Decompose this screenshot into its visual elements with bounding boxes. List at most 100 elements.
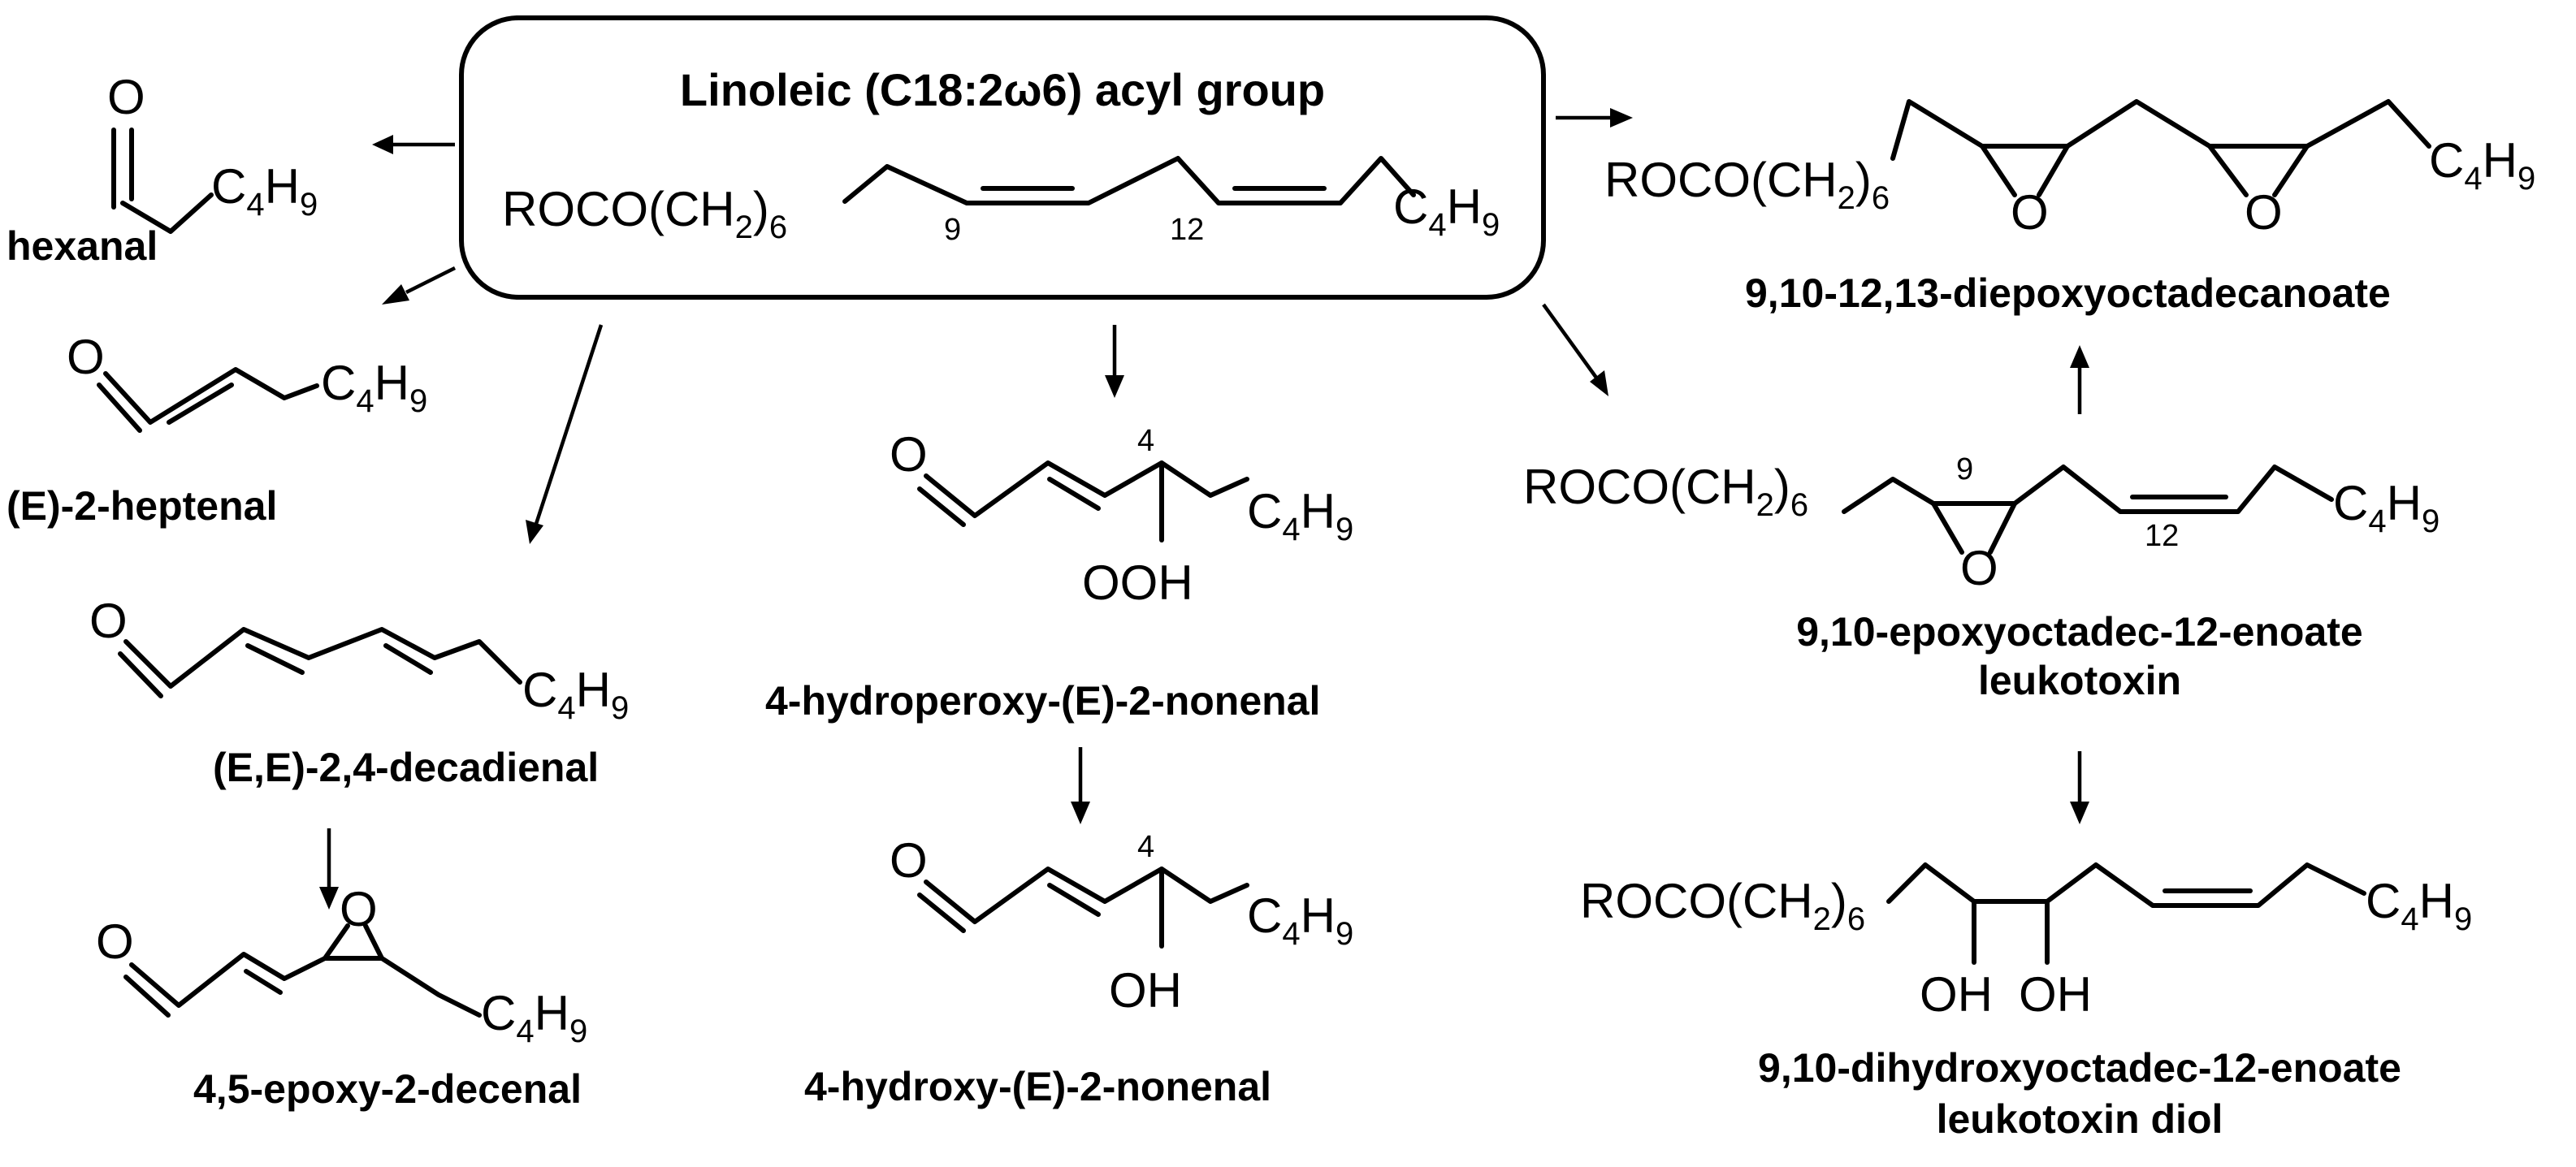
hpne-chain	[924, 460, 1249, 518]
heptenal-structure: O C4H9 (E)-2-heptenal	[6, 330, 427, 529]
epoxide-oxygen: O	[1960, 541, 1998, 595]
hpne-label: 4-hydroperoxy-(E)-2-nonenal	[765, 678, 1320, 724]
carbonyl-oxygen: O	[89, 594, 128, 648]
epoxide-oxygen-2: O	[2245, 185, 2283, 240]
leukotoxin-label-line1: 9,10-epoxyoctadec-12-enoate	[1796, 609, 2363, 655]
epoxide-bond-a	[1931, 501, 1964, 555]
alkene-double	[244, 969, 283, 995]
arrow-to-diepoxide-head	[1610, 108, 1633, 128]
position-12-label: 12	[1170, 213, 1204, 247]
epoxydecenal-chain	[129, 952, 482, 1018]
butyl-group: C4H9	[211, 159, 318, 223]
epoxydecenal-structure: O O C4H9 4,5-epoxy-2-decenal	[96, 882, 587, 1112]
epoxydecenal-label: 4,5-epoxy-2-decenal	[193, 1066, 582, 1112]
hne-label: 4-hydroxy-(E)-2-nonenal	[804, 1064, 1271, 1109]
carbonyl-double	[917, 486, 966, 527]
alkene-double	[167, 383, 234, 425]
arrow-to-decadienal-head	[526, 520, 543, 544]
diepoxide-structure: ROCO(CH2)6 O O C4H9 9,10-12,13-diepoxyoc…	[1604, 99, 2535, 316]
butyl-group: C4H9	[522, 663, 629, 726]
arrow-to-epoxydecenal-head	[319, 887, 339, 910]
hne-structure: O 4 OH C4H9 4-hydroxy-(E)-2-nonenal	[804, 830, 1353, 1109]
position-9-label: 9	[1956, 452, 1973, 486]
arrow-to-hne-head	[1071, 802, 1090, 824]
alkene-double	[1047, 477, 1101, 511]
leukotoxin-label-line2: leukotoxin	[1978, 658, 2181, 703]
ester-group: ROCO(CH2)6	[1604, 153, 1890, 216]
hexanal-chain	[120, 192, 214, 234]
linoleic-acyl-box: Linoleic (C18:2ω6) acyl group ROCO(CH2)6…	[459, 15, 1546, 300]
arrow-to-heptenal-head	[382, 284, 409, 305]
decadienal-label: (E,E)-2,4-decadienal	[213, 745, 599, 790]
arrow-to-leukotoxin-head	[1590, 370, 1608, 396]
carbonyl-oxygen: O	[890, 833, 928, 888]
carbonyl-oxygen: O	[890, 427, 928, 482]
ester-group: ROCO(CH2)6	[1580, 874, 1865, 937]
carbonyl-double	[97, 383, 142, 433]
diepoxide-chain	[1890, 99, 2431, 161]
arrow-to-decadienal	[534, 324, 604, 525]
arrow-to-diol-head	[2070, 802, 2089, 824]
butyl-group: C4H9	[321, 356, 427, 419]
position-4-label: 4	[1137, 424, 1154, 458]
hydroxy-group-2: OH	[2019, 967, 2092, 1022]
arrow-to-heptenal	[405, 266, 457, 295]
epoxide-1-bond-a	[1980, 144, 2017, 197]
butyl-group: C4H9	[2366, 874, 2472, 937]
precursor-title: Linoleic (C18:2ω6) acyl group	[680, 64, 1325, 115]
carbonyl-double	[917, 893, 966, 933]
butyl-group: C4H9	[2429, 133, 2535, 197]
arrow-to-hpne-head	[1105, 375, 1124, 398]
ester-group: ROCO(CH2)6	[502, 182, 787, 245]
epoxide-bond-1	[323, 923, 350, 961]
hexanal-structure: O C4H9 hexanal	[6, 70, 318, 269]
arrow-to-leukotoxin	[1542, 303, 1598, 379]
arrow-to-hexanal-head	[372, 135, 393, 154]
heptenal-chain	[103, 367, 319, 425]
alkene-double-2	[383, 643, 433, 675]
heptenal-label: (E)-2-heptenal	[6, 483, 277, 529]
reaction-arrows	[319, 108, 2089, 910]
carbonyl-oxygen: O	[67, 330, 105, 384]
hpne-structure: O 4 OOH C4H9 4-hydroperoxy-(E)-2-nonenal	[765, 424, 1353, 724]
hexanal-label: hexanal	[6, 223, 158, 269]
butyl-group: C4H9	[1393, 179, 1500, 243]
hydroperoxy-group: OOH	[1082, 555, 1193, 610]
carbonyl-oxygen: O	[107, 70, 145, 124]
butyl-group: C4H9	[481, 986, 587, 1049]
alkene-double-1	[245, 643, 305, 675]
hydroxy-group-1: OH	[1920, 967, 1993, 1022]
carbonyl-double	[118, 651, 163, 698]
decadienal-chain	[123, 627, 522, 689]
precursor-box-frame	[459, 15, 1546, 300]
leukotoxin-structure: ROCO(CH2)6 O 9 12 C4H9 9,10-epoxyoctadec…	[1523, 452, 2440, 703]
epoxide-oxygen-1: O	[2011, 185, 2049, 240]
epoxide-2-bond-b	[2272, 144, 2310, 197]
epoxide-1-bond-b	[2037, 144, 2070, 197]
epoxide-2-bond-a	[2207, 144, 2249, 197]
hydroxy-group: OH	[1109, 963, 1182, 1018]
diepoxide-label: 9,10-12,13-diepoxyoctadecanoate	[1745, 270, 2391, 316]
hne-chain	[924, 867, 1249, 924]
carbonyl-oxygen: O	[96, 914, 134, 969]
decadienal-structure: O C4H9 (E,E)-2,4-decadienal	[89, 594, 629, 790]
carbonyl-double	[123, 975, 171, 1018]
epoxide-bond-b	[1988, 501, 2017, 555]
leukotoxin-diol-structure: ROCO(CH2)6 OH OH C4H9 9,10-dihydroxyocta…	[1580, 862, 2472, 1142]
diol-chain	[1886, 862, 2366, 908]
butyl-group: C4H9	[1247, 888, 1353, 952]
linoleic-chain	[842, 156, 1416, 205]
diol-label-line1: 9,10-dihydroxyoctadec-12-enoate	[1758, 1045, 2401, 1091]
butyl-group: C4H9	[1247, 484, 1353, 547]
position-4-label: 4	[1137, 830, 1154, 864]
butyl-group: C4H9	[2333, 476, 2440, 539]
arrow-leukotoxin-to-diepoxide-head	[2070, 345, 2089, 368]
position-12-label: 12	[2145, 519, 2179, 553]
leukotoxin-chain	[1842, 465, 2334, 514]
epoxide-bond-2	[363, 923, 384, 961]
epoxide-oxygen: O	[340, 882, 378, 936]
alkene-double	[1047, 883, 1101, 917]
ester-group: ROCO(CH2)6	[1523, 460, 1808, 523]
diol-label-line2: leukotoxin diol	[1937, 1096, 2223, 1142]
